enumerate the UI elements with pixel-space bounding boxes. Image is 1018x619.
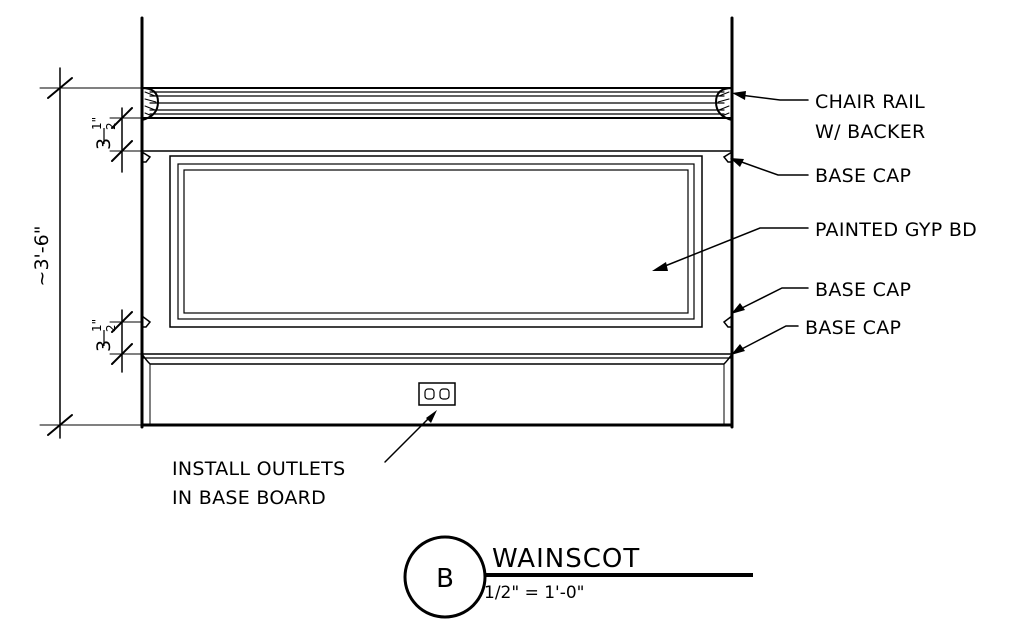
lower-dimension-denominator: 2 xyxy=(104,324,118,332)
base-cap-label-upper: BASE CAP xyxy=(815,165,911,187)
chair-rail-label-line2: W/ BACKER xyxy=(815,121,926,143)
upper-base-cap xyxy=(141,150,733,163)
base-board xyxy=(140,353,734,427)
base-cap-label-middle: BASE CAP xyxy=(815,279,911,301)
lower-3-half-dimension xyxy=(109,309,143,373)
detail-title: WAINSCOT xyxy=(492,544,640,574)
upper-3-half-dimension xyxy=(109,107,143,173)
outlets-label: INSTALL OUTLETS xyxy=(172,458,345,480)
chair-rail xyxy=(141,87,733,121)
lower-base-cap xyxy=(141,315,733,328)
overall-height-dimension: ~3'-6" xyxy=(31,226,53,287)
arrowheads xyxy=(426,91,746,423)
upper-dimension-denominator: 2 xyxy=(104,122,118,130)
upper-dimension-numerator: 1" xyxy=(90,117,104,130)
detail-title-block: B WAINSCOT 1/2" = 1'-0" xyxy=(403,535,753,619)
lower-dimension-numerator: 1" xyxy=(90,319,104,332)
outlets-label-line2: IN BASE BOARD xyxy=(172,487,326,509)
chair-rail-label: CHAIR RAIL xyxy=(815,91,925,113)
base-cap-label-lower: BASE CAP xyxy=(805,317,901,339)
outlet xyxy=(418,382,456,406)
overall-dimension-line xyxy=(39,67,143,439)
painted-gyp-label: PAINTED GYP BD xyxy=(815,219,977,241)
detail-scale: 1/2" = 1'-0" xyxy=(484,583,585,603)
painted-gyp-panel xyxy=(169,155,703,328)
leader-lines xyxy=(384,94,809,463)
detail-bubble-letter: B xyxy=(436,564,454,594)
